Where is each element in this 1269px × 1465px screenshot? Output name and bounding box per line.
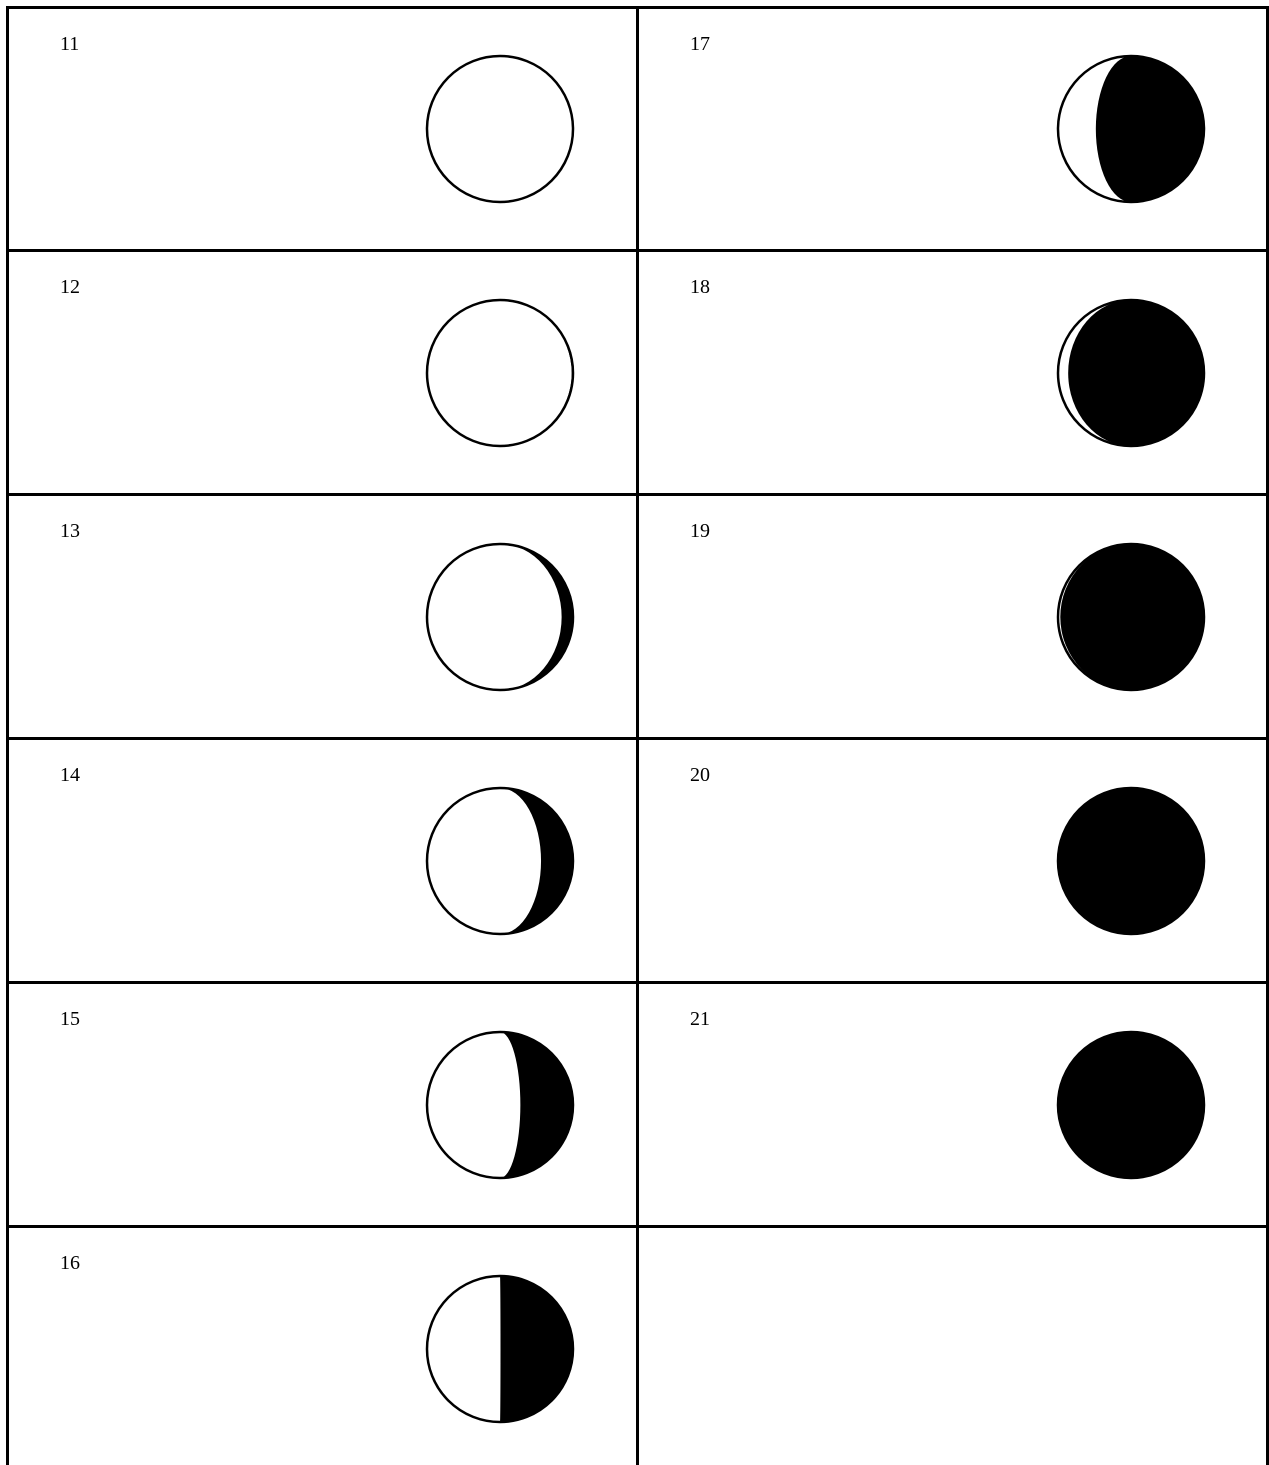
grid-row-divider bbox=[6, 981, 1268, 984]
phase-number: 14 bbox=[60, 765, 80, 785]
phase-cell: 11 bbox=[8, 8, 638, 251]
moon-phase-icon bbox=[1055, 1029, 1207, 1181]
phase-number: 21 bbox=[690, 1009, 710, 1029]
phase-cell: 20 bbox=[638, 739, 1268, 983]
phase-cell: 13 bbox=[8, 495, 638, 739]
moon-shadow bbox=[1096, 56, 1204, 202]
moon-phase-icon bbox=[424, 1029, 576, 1181]
moon-phase-icon bbox=[424, 541, 576, 693]
moon-phase-icon bbox=[1055, 541, 1207, 693]
phase-cell: 14 bbox=[8, 739, 638, 983]
phase-cell: 17 bbox=[638, 8, 1268, 251]
phase-cell: 21 bbox=[638, 983, 1268, 1227]
phase-number: 18 bbox=[690, 277, 710, 297]
moon-shadow bbox=[500, 1276, 573, 1422]
grid-row-divider bbox=[6, 493, 1268, 496]
phase-cell: 16 bbox=[8, 1227, 638, 1465]
phase-number: 12 bbox=[60, 277, 80, 297]
grid-column-divider bbox=[636, 6, 639, 1465]
phase-cell: 12 bbox=[8, 251, 638, 495]
phase-number: 19 bbox=[690, 521, 710, 541]
phase-number: 17 bbox=[690, 34, 710, 54]
moon-phase-icon bbox=[424, 297, 576, 449]
phase-cell: 15 bbox=[8, 983, 638, 1227]
moon-phase-icon bbox=[1055, 785, 1207, 937]
moon-phase-icon bbox=[1055, 53, 1207, 205]
phase-number: 11 bbox=[60, 34, 79, 54]
grid-row-divider bbox=[6, 1225, 1268, 1228]
phase-number: 20 bbox=[690, 765, 710, 785]
grid-border-left bbox=[6, 6, 9, 1465]
phase-number: 13 bbox=[60, 521, 80, 541]
phase-cell: 19 bbox=[638, 495, 1268, 739]
moon-phase-icon bbox=[424, 1273, 576, 1425]
moon-phase-icon bbox=[1055, 297, 1207, 449]
phase-cell: 18 bbox=[638, 251, 1268, 495]
grid-row-divider bbox=[6, 249, 1268, 252]
phase-number: 16 bbox=[60, 1253, 80, 1273]
moon-phase-icon bbox=[424, 53, 576, 205]
moon-phase-icon bbox=[424, 785, 576, 937]
empty-cell bbox=[638, 1227, 1268, 1465]
grid-row-divider bbox=[6, 737, 1268, 740]
phase-number: 15 bbox=[60, 1009, 80, 1029]
